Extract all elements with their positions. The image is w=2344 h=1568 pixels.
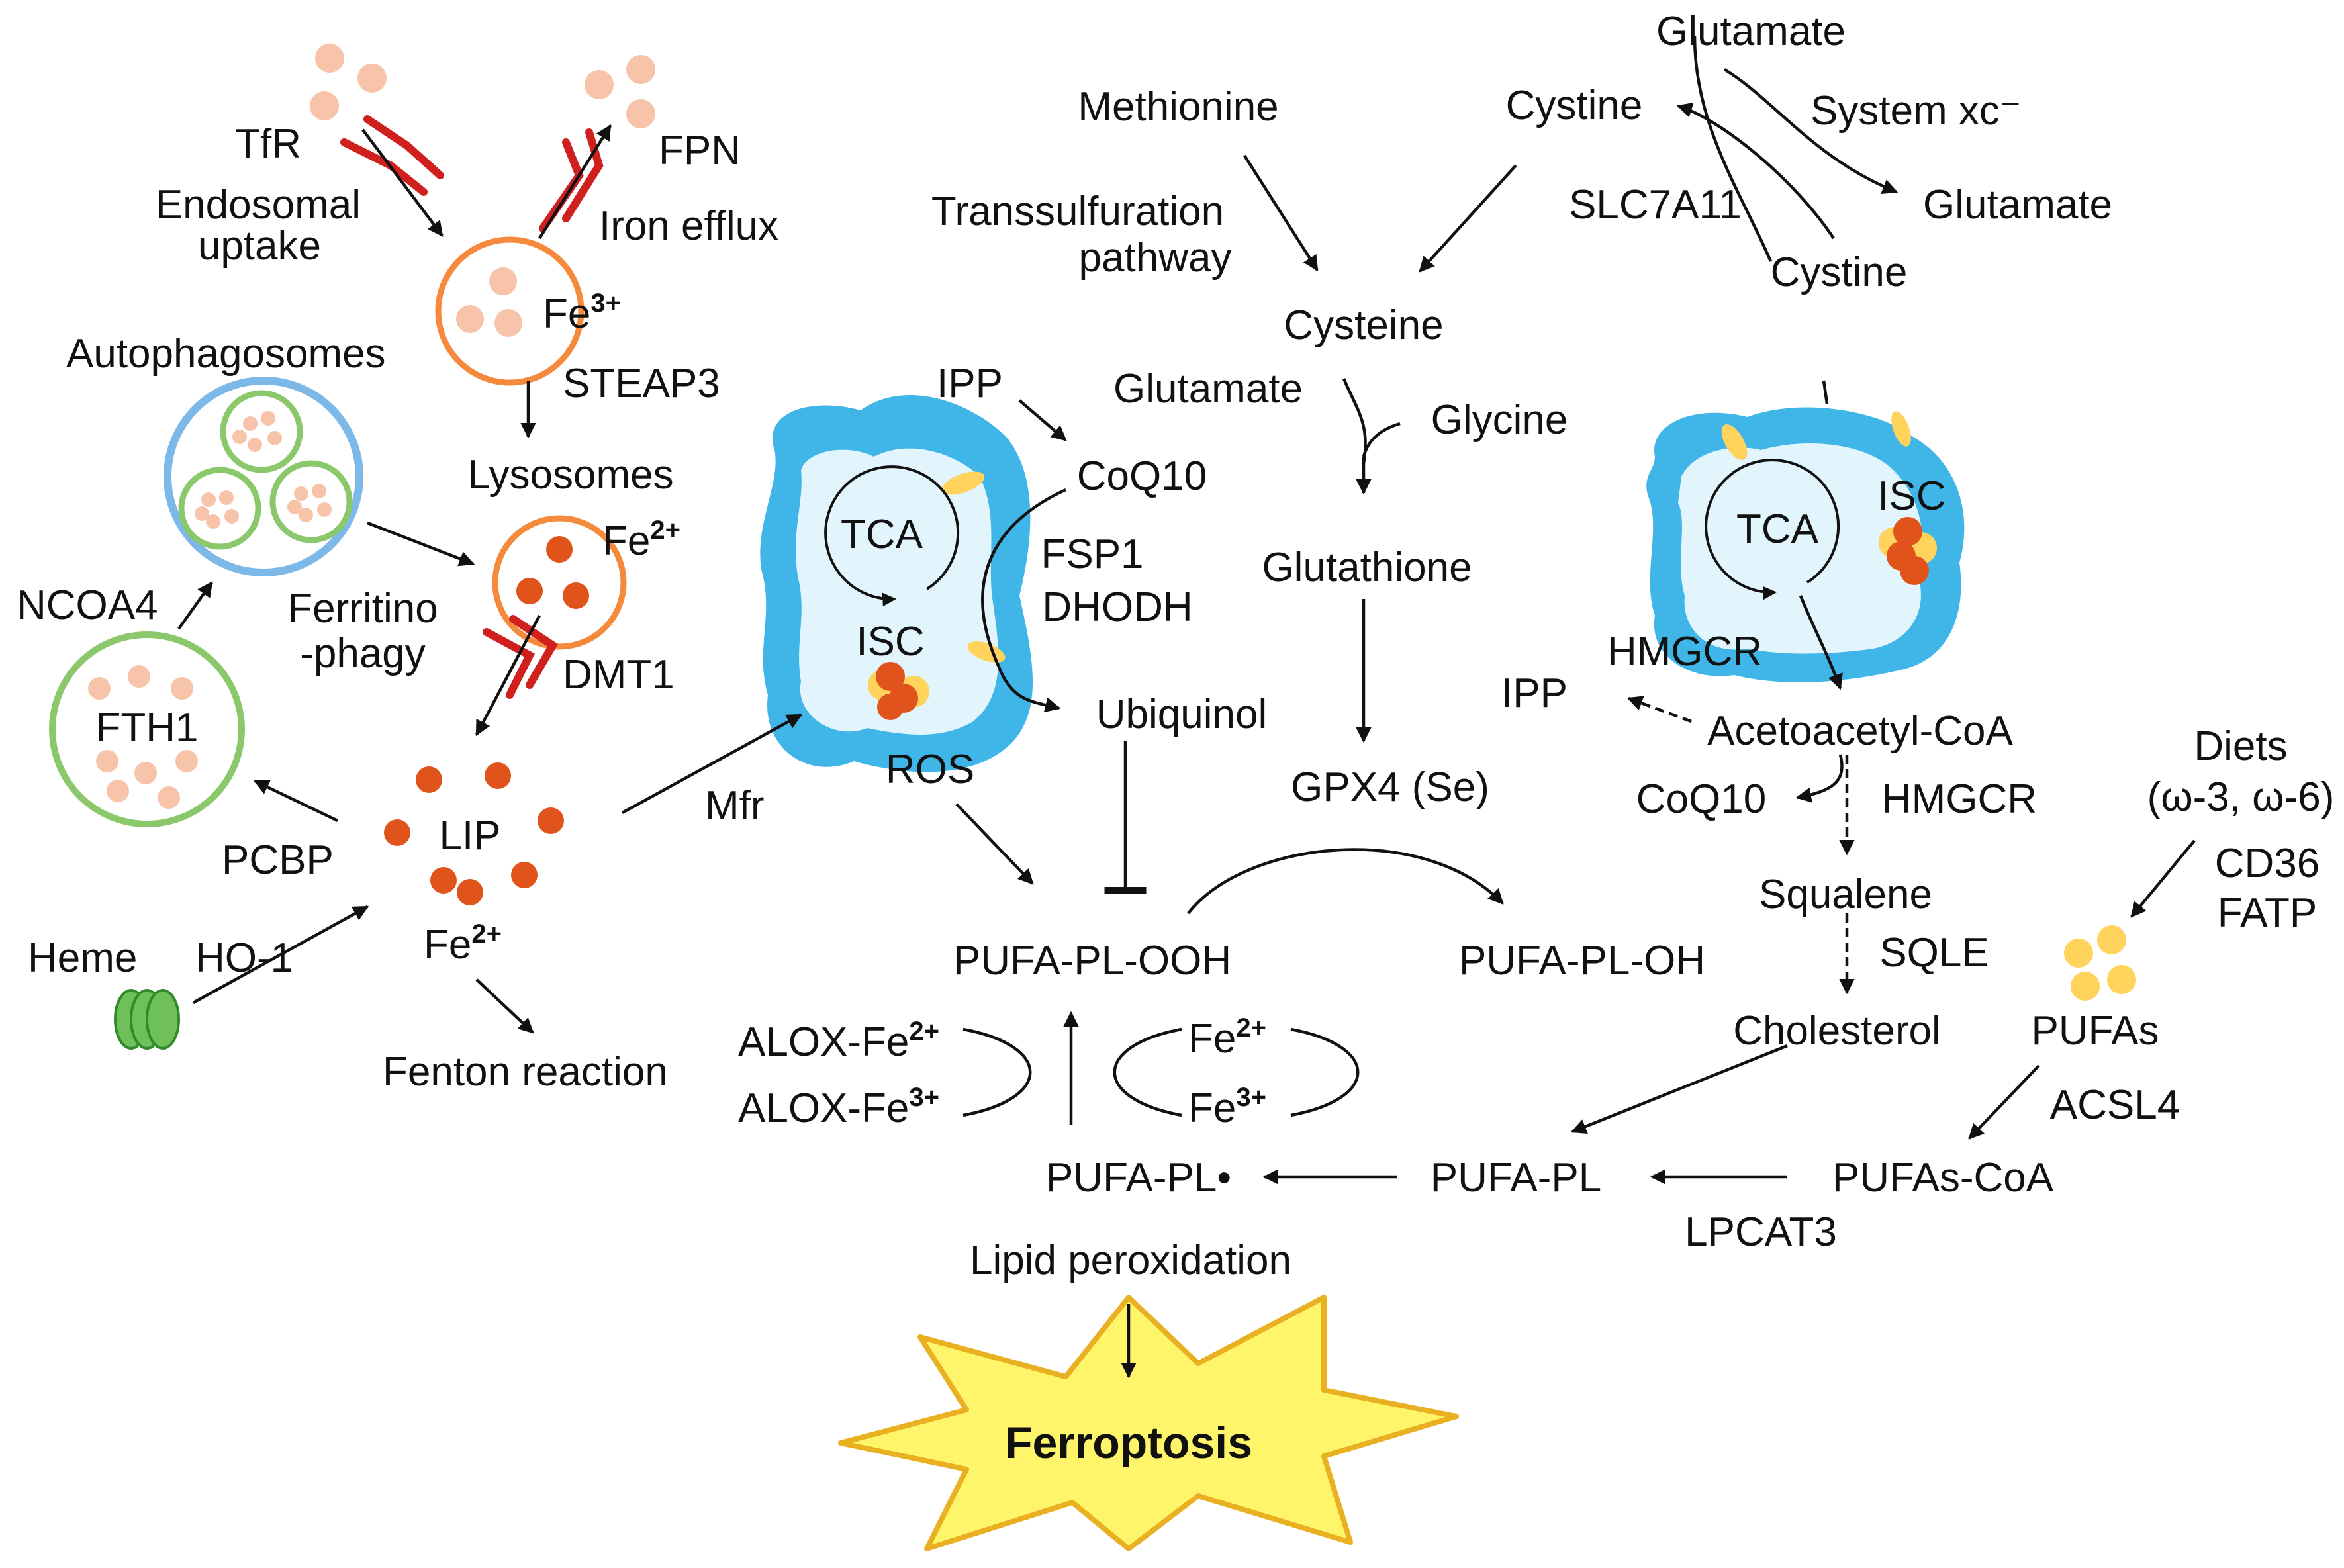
label-ipp-left: IPP xyxy=(937,361,1003,406)
mitochondrion-left-icon xyxy=(760,395,1033,772)
label-glycine: Glycine xyxy=(1431,397,1568,443)
endosome-icon xyxy=(435,236,585,386)
label-autophagosomes: Autophagosomes xyxy=(66,331,386,377)
label-heme: Heme xyxy=(28,935,137,981)
label-sqle: SQLE xyxy=(1879,930,1989,976)
label-cysteine: Cysteine xyxy=(1284,302,1443,348)
label-diets: Diets xyxy=(2194,723,2287,769)
tfr-receptor-icon xyxy=(340,115,444,196)
labile-iron-pool-dots xyxy=(384,762,564,905)
label-fpn: FPN xyxy=(659,128,741,173)
label-pufa-pl-ooh: PUFA-PL-OOH xyxy=(953,938,1231,984)
label-ncoa4: NCOA4 xyxy=(17,582,158,628)
label-uptake: uptake xyxy=(198,223,321,269)
pufa-droplets-icon xyxy=(2064,925,2136,1001)
label-cystine-bottom: Cystine xyxy=(1771,250,1908,295)
label-cholesterol: Cholesterol xyxy=(1733,1008,1941,1054)
lipid-labels: Diets (ω-3, ω-6) CD36 FATP PUFAs ACSL4 P… xyxy=(738,723,2334,1468)
label-cystine-top: Cystine xyxy=(1506,83,1643,128)
label-alox-fe3: ALOX-Fe3+ xyxy=(738,1083,939,1131)
label-cycle-fe2: Fe2+ xyxy=(1188,1013,1266,1062)
label-pufa-pl-radical: PUFA-PL• xyxy=(1046,1155,1231,1201)
label-isc-left: ISC xyxy=(856,619,924,665)
label-ferritinophagy-2: -phagy xyxy=(300,631,426,676)
label-mfr: Mfr xyxy=(705,783,765,829)
label-pathway: pathway xyxy=(1079,235,1232,281)
label-coq10-right: CoQ10 xyxy=(1636,776,1766,822)
label-ubiquinol: Ubiquinol xyxy=(1096,692,1268,737)
label-squalene: Squalene xyxy=(1759,872,1932,917)
mitochondrion-right-icon xyxy=(1646,407,1965,682)
label-tca-right: TCA xyxy=(1736,506,1819,552)
label-ipp-right: IPP xyxy=(1501,670,1568,716)
mevalonate-labels: TCA ISC HMGCR IPP Acetoacetyl-CoA CoQ10 … xyxy=(1501,473,2037,1054)
label-glutamate-top: Glutamate xyxy=(1656,9,1846,54)
label-dhodh: DHODH xyxy=(1042,584,1192,630)
label-lip-fe2: Fe2+ xyxy=(424,919,502,968)
label-coq10-left: CoQ10 xyxy=(1077,453,1207,499)
label-iron-efflux: Iron efflux xyxy=(599,203,778,249)
label-fsp1: FSP1 xyxy=(1041,531,1143,577)
label-hmgcr-bottom: HMGCR xyxy=(1882,776,2037,822)
label-glutathione: Glutathione xyxy=(1262,545,1472,590)
label-lysosomes: Lysosomes xyxy=(467,452,673,498)
label-endosomal: Endosomal xyxy=(156,182,361,228)
label-fatp: FATP xyxy=(2218,890,2317,936)
label-steap3: STEAP3 xyxy=(563,361,720,406)
label-transsulfuration: Transsulfuration xyxy=(931,189,1224,234)
label-isc-right: ISC xyxy=(1877,473,1946,519)
label-cycle-fe3: Fe3+ xyxy=(1188,1083,1266,1131)
label-tca-left: TCA xyxy=(841,512,923,557)
label-omega: (ω-3, ω-6) xyxy=(2147,774,2335,820)
label-ros: ROS xyxy=(886,747,974,792)
label-glutamate-right: Glutamate xyxy=(1923,182,2112,228)
label-pufas: PUFAs xyxy=(2032,1008,2159,1054)
label-slc7a11: SLC7A11 xyxy=(1569,182,1742,228)
label-pcbp: PCBP xyxy=(222,837,334,883)
label-fth1: FTH1 xyxy=(96,705,199,751)
label-hmgcr-top: HMGCR xyxy=(1607,629,1762,674)
label-fenton-reaction: Fenton reaction xyxy=(383,1049,668,1095)
label-alox-fe2: ALOX-Fe2+ xyxy=(738,1017,939,1065)
label-lpcat3: LPCAT3 xyxy=(1685,1209,1837,1255)
heme-icon xyxy=(114,989,180,1050)
ferritin-icon xyxy=(49,631,245,827)
coq-labels: IPP CoQ10 FSP1 DHODH Ubiquinol TCA ISC R… xyxy=(841,361,1267,792)
ferroptosis-starburst-icon xyxy=(838,1295,1459,1551)
label-gpx4: GPX4 (Se) xyxy=(1291,764,1489,810)
label-lip: LIP xyxy=(439,813,500,858)
label-lipid-peroxidation: Lipid peroxidation xyxy=(970,1238,1291,1283)
label-cd36: CD36 xyxy=(2215,841,2320,886)
label-dmt1: DMT1 xyxy=(563,652,675,698)
label-ho1: HO-1 xyxy=(195,935,293,981)
dmt1-receptor-icon xyxy=(483,615,559,699)
label-acetoacetyl-coa: Acetoacetyl-CoA xyxy=(1707,708,2013,754)
label-glutamate-mid: Glutamate xyxy=(1113,366,1303,412)
label-acsl4: ACSL4 xyxy=(2050,1082,2180,1128)
label-ferroptosis: Ferroptosis xyxy=(1005,1418,1252,1468)
label-lysosome-fe2: Fe2+ xyxy=(602,516,680,564)
label-pufa-pl-oh: PUFA-PL-OH xyxy=(1459,938,1705,984)
label-tfr: TfR xyxy=(235,121,301,167)
label-ferritinophagy-1: Ferritino xyxy=(287,586,438,631)
label-pufa-pl: PUFA-PL xyxy=(1430,1155,1601,1201)
gsh-labels: Methionine Transsulfuration pathway Cyst… xyxy=(931,9,2112,810)
fpn-receptor-icon xyxy=(539,128,604,232)
lysosome-icon xyxy=(492,515,627,650)
label-system-xc: System xc⁻ xyxy=(1810,88,2022,134)
autophagosome-icon xyxy=(164,377,363,576)
label-pufas-coa: PUFAs-CoA xyxy=(1832,1155,2054,1201)
extracellular-iron-dots xyxy=(310,44,655,128)
label-methionine: Methionine xyxy=(1078,84,1278,130)
pathway-arrows xyxy=(177,36,2196,1379)
label-endosome-fe3: Fe3+ xyxy=(543,289,621,337)
iron-labels: TfR Endosomal uptake FPN Iron efflux Fe3… xyxy=(17,121,778,1095)
